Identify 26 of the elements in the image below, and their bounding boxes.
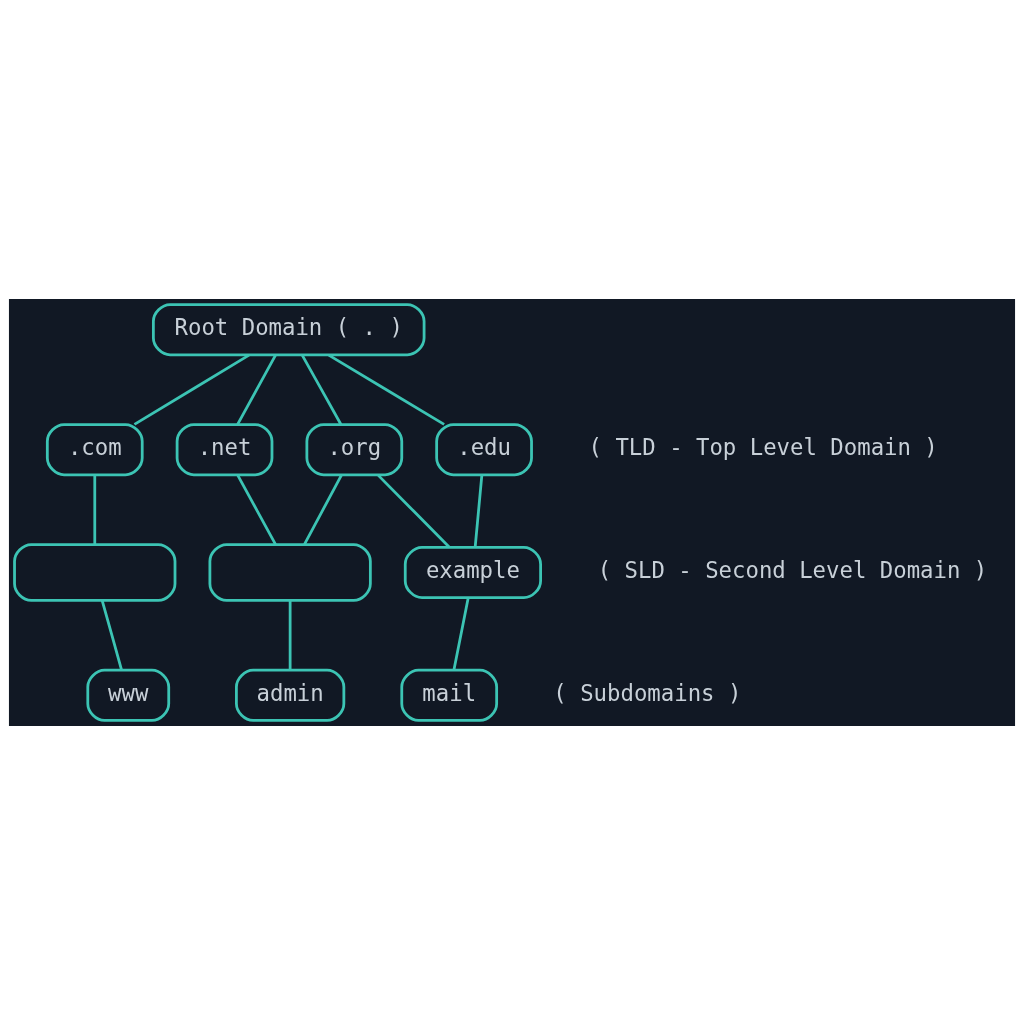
node-box xyxy=(13,542,177,602)
connector xyxy=(133,353,250,426)
connector xyxy=(288,600,292,670)
connector xyxy=(236,354,277,425)
connector xyxy=(473,474,484,547)
node-box: mail xyxy=(400,668,499,722)
connector xyxy=(452,597,470,670)
connector xyxy=(328,353,445,426)
node-box: admin xyxy=(235,668,346,722)
label: ( SLD - Second Level Domain ) xyxy=(597,556,988,583)
connector xyxy=(303,474,343,545)
node-box: example xyxy=(403,545,542,599)
node-box: .com xyxy=(45,422,144,476)
node-box: .edu xyxy=(435,422,533,476)
node-box: Root Domain ( . ) xyxy=(152,302,426,356)
node-box: .org xyxy=(305,422,404,476)
label: ( TLD - Top Level Domain ) xyxy=(588,433,938,460)
node-box xyxy=(208,542,372,602)
connector xyxy=(301,354,343,425)
connector xyxy=(93,474,97,544)
connector xyxy=(100,599,123,670)
connector xyxy=(236,474,277,545)
connector xyxy=(377,473,451,548)
node-box: www xyxy=(86,668,171,722)
label: ( Subdomains ) xyxy=(553,679,742,706)
node-box: .net xyxy=(175,422,274,476)
